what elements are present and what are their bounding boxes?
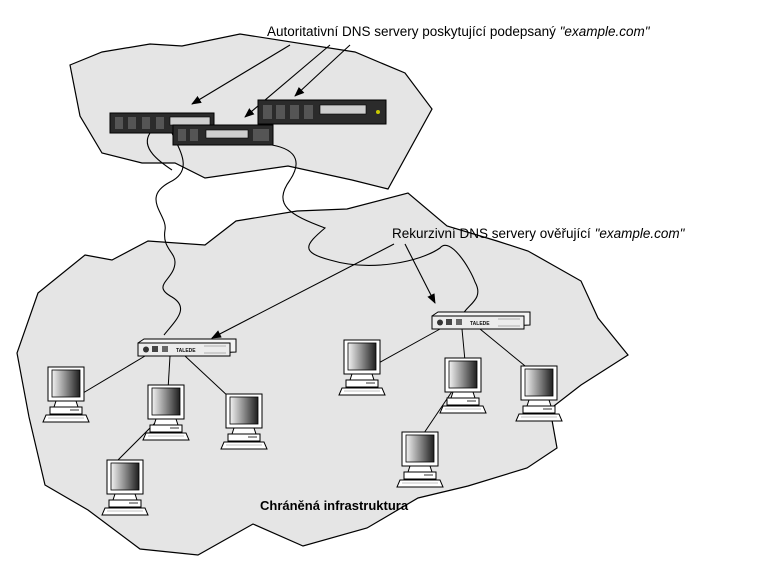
cable-authoritative-loop-left [146,132,173,171]
workstation-7 [515,365,563,422]
authoritative-servers-label: Autoritativní DNS servery poskytující po… [267,24,651,39]
cable-authoritative-to-right-router [271,144,479,317]
svg-text:TALEDE: TALEDE [470,321,490,327]
svg-text:TALEDE: TALEDE [176,348,196,354]
workstation-2 [142,384,190,441]
arrow-auth-1 [191,44,291,105]
arrow-rec-2 [404,243,436,304]
workstation-4 [101,459,149,516]
recursive-server-right: TALEDE [431,311,531,330]
workstation-5 [338,339,386,396]
lan-links-right [374,328,531,437]
protected-infrastructure-label: Chráněná infrastruktura [260,498,409,513]
authoritative-server-2 [172,124,274,146]
recursive-server-left: TALEDE [137,338,237,357]
workstation-3 [220,393,268,450]
arrow-auth-3 [294,44,351,97]
cable-authoritative-to-left-router [155,132,184,336]
recursive-servers-label: Rekurzivní DNS servery ověřující "exampl… [392,226,686,241]
arrow-rec-1 [211,243,395,339]
workstation-6 [439,357,487,414]
workstation-1 [42,366,90,423]
authoritative-server-3 [257,99,387,125]
workstation-8 [396,431,444,488]
